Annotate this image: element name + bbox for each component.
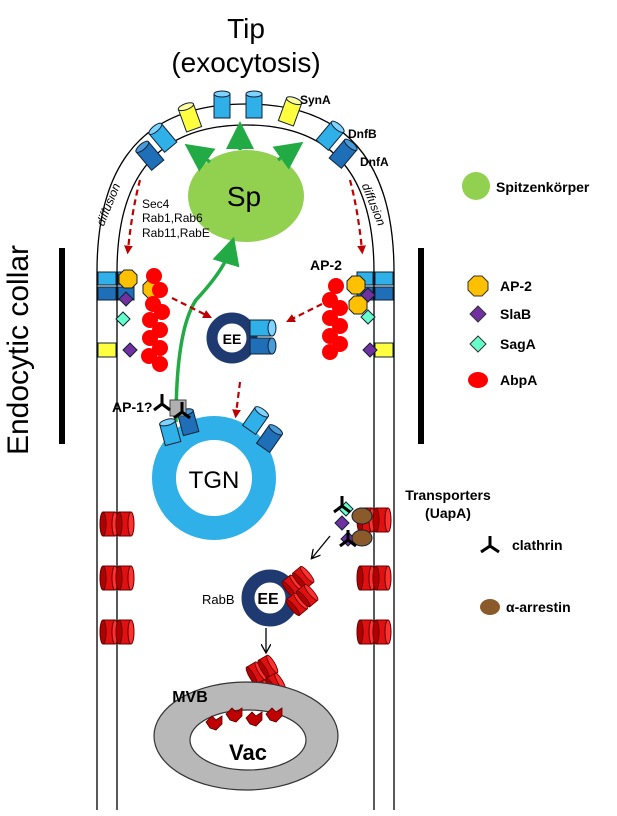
degraded-uapa-icons (205, 707, 283, 731)
spitzenkorper (188, 150, 304, 242)
left-endocytic-site (97, 268, 170, 372)
endocytosis-arrows (171, 297, 323, 419)
label-ap2-top: AP-2 (310, 257, 342, 273)
label-uapa: (UapA) (425, 505, 471, 521)
label-rabB: RabB (202, 592, 235, 607)
tgn-transporters (159, 406, 284, 454)
right-endocytic-site (322, 271, 394, 360)
ee-upper-transporters (249, 319, 277, 355)
legend-spitzenkorper: Spitzenkörper (496, 179, 590, 195)
label-sp: Sp (227, 181, 261, 212)
label-transporters: Transporters (405, 487, 491, 503)
cluster-clathrin-icon (333, 496, 357, 548)
brown-oval-icon (480, 599, 500, 615)
legend-arrestin: α-arrestin (506, 599, 571, 615)
arrow-to-lower-ee (312, 535, 331, 558)
legend-clathrin: clathrin (512, 537, 563, 553)
tgn (152, 416, 276, 540)
diffusion-arrows (124, 179, 366, 255)
label-dnfB: DnfB (348, 127, 377, 141)
purple-diamond-icon (469, 305, 487, 323)
label-diffusion-left: diffusion (93, 181, 123, 228)
label-tgn: TGN (189, 467, 240, 494)
label-rab1-rab6: Rab1,Rab6 (142, 211, 203, 225)
legend-ap2: AP-2 (500, 278, 532, 294)
clathrin-triskelion-icon (480, 536, 500, 554)
label-ee-upper: EE (223, 331, 242, 347)
orange-octagon-icon (467, 275, 489, 297)
endocytic-collar-label: Endocytic collar (2, 245, 35, 455)
label-rab11-rabe: Rab11,RabE (142, 226, 210, 240)
title-line-2: (exocytosis) (171, 47, 320, 78)
legend: Spitzenkörper AP-2 SlaB SagA AbpA clathr… (462, 172, 590, 615)
endocytic-collar-bar-right (418, 248, 424, 444)
exocytosis-arrows (174, 121, 304, 423)
label-diffusion-right: diffusion (359, 181, 389, 228)
membrane-uapa-left (100, 512, 134, 644)
label-ee-lower: EE (257, 591, 279, 608)
title-line-1: Tip (227, 13, 265, 44)
label-dnfA: DnfA (360, 155, 389, 169)
legend-slab: SlaB (500, 306, 531, 322)
label-mvb: MVB (172, 689, 208, 706)
label-synA: SynA (300, 93, 331, 107)
legend-saga: SagA (500, 336, 536, 352)
label-ap1: AP-1? (112, 399, 152, 415)
cyan-diamond-icon (469, 335, 487, 353)
membrane-uapa-right (357, 508, 391, 644)
label-vac: Vac (229, 740, 267, 765)
red-oval-icon (468, 372, 488, 388)
endocytic-collar-bar-left (59, 248, 65, 444)
legend-abpa: AbpA (500, 372, 537, 388)
tip-transporters (135, 90, 358, 172)
green-circle-icon (462, 172, 490, 200)
label-sec4: Sec4 (142, 197, 170, 211)
ap1-clathrin-icon (153, 394, 191, 420)
